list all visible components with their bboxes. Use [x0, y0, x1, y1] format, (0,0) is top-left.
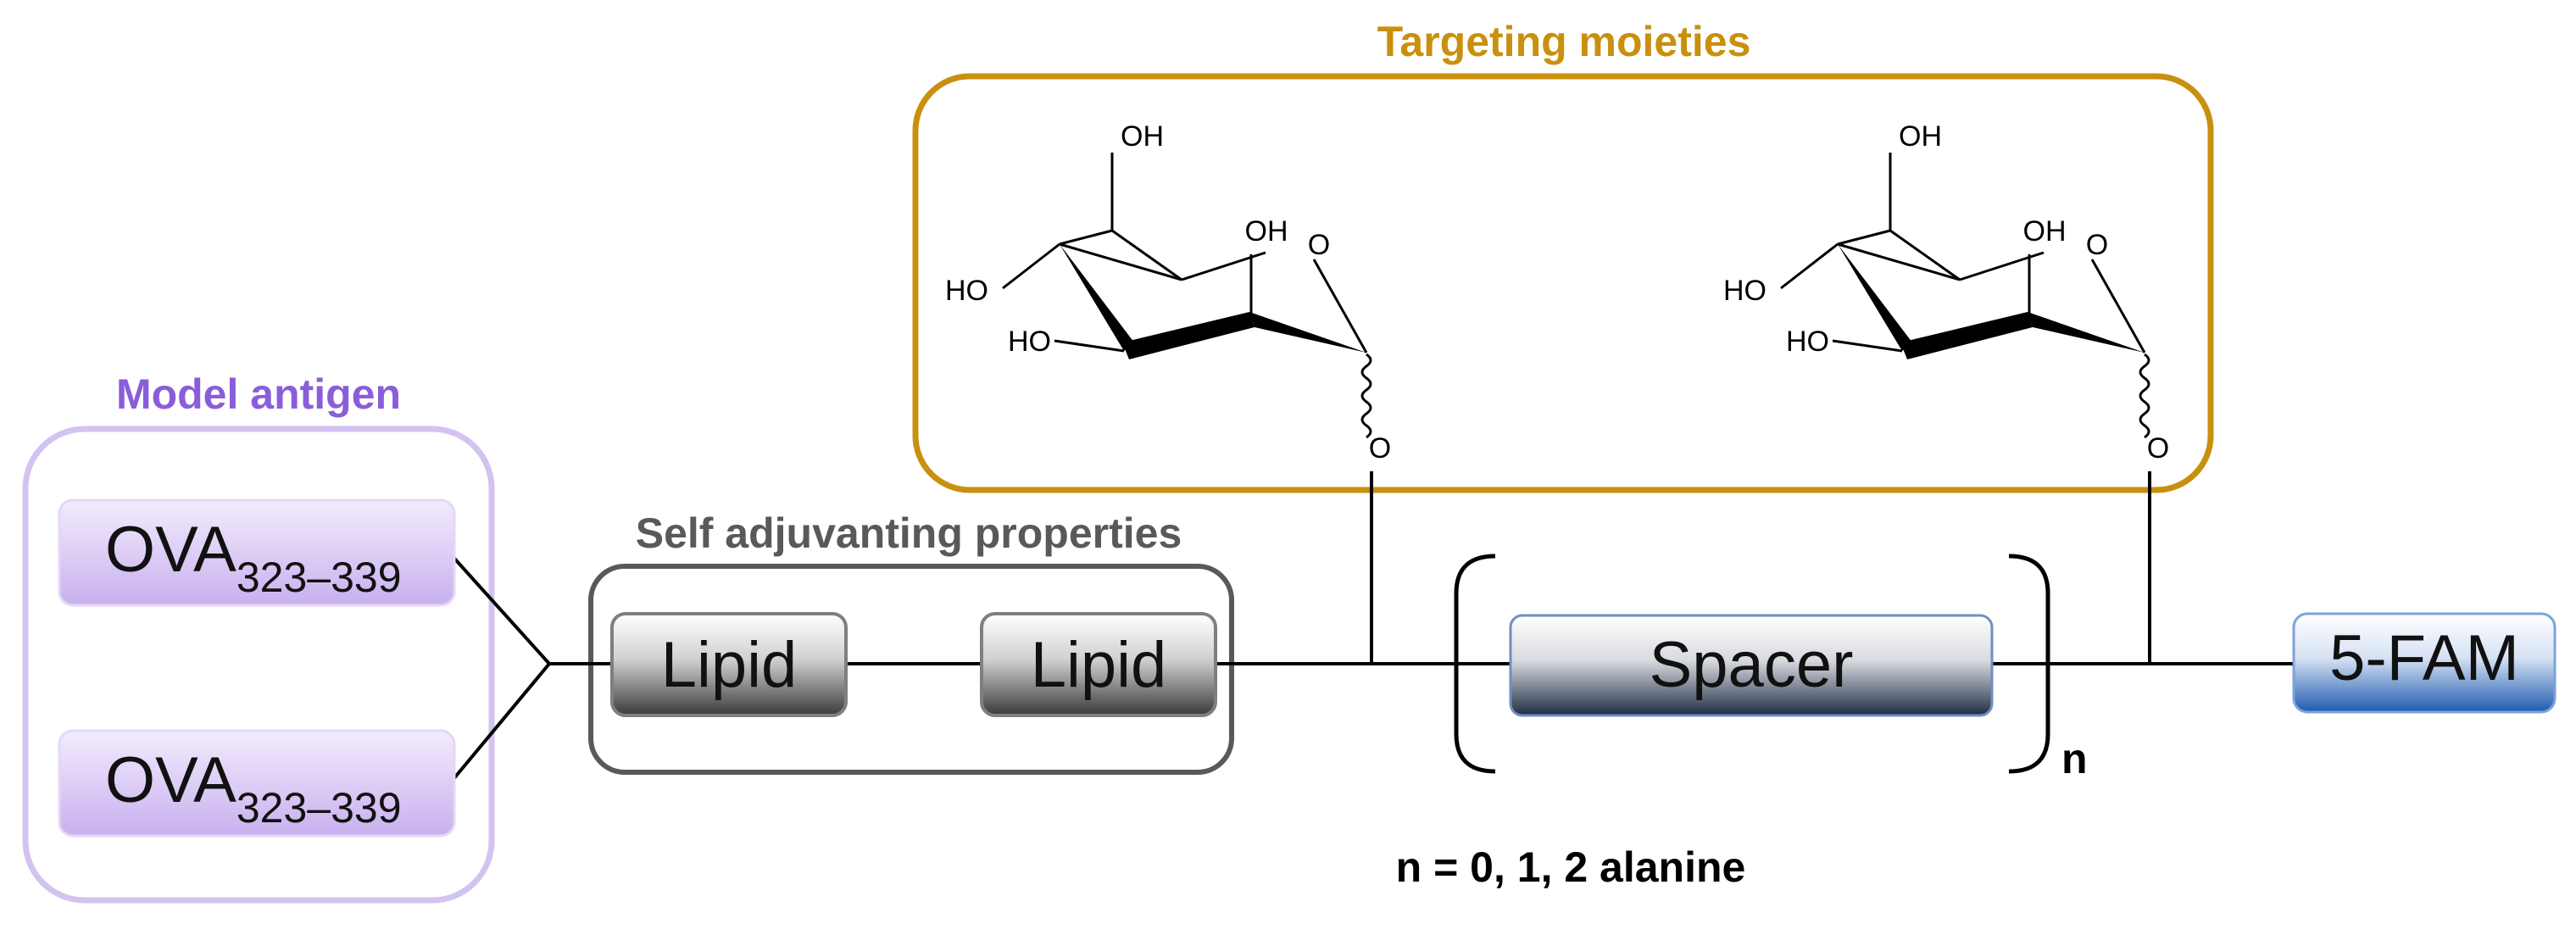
wedge-bond: [1838, 244, 1912, 351]
atom-label: O: [2147, 432, 2169, 465]
atom-label: O: [2086, 229, 2108, 261]
lipid-box-1: Lipid: [610, 612, 848, 717]
fam-box-bg: [2292, 612, 2557, 714]
antigen-2-link: [448, 662, 551, 786]
bond: [1837, 242, 1961, 281]
lipid-box-2: Lipid: [980, 612, 1217, 717]
bond: [1002, 242, 1060, 290]
atom-label: O: [1369, 432, 1391, 465]
bond: [1780, 242, 1839, 290]
atom-label: OH: [1899, 120, 1942, 153]
right-bracket: [2008, 554, 2050, 774]
atom-label: OH: [2023, 215, 2067, 248]
antigen-1-link: [448, 551, 551, 665]
antigen-box-bg: [58, 498, 456, 607]
lipid-box-bg: [610, 612, 848, 717]
fam-label: 5-FAM: [2329, 622, 2519, 694]
atom-label: HO: [1723, 275, 1766, 307]
bold-bond: [1122, 312, 1255, 359]
bond: [1054, 339, 1125, 353]
bond: [1832, 339, 1903, 353]
self-adjuvanting-title: Self adjuvanting properties: [636, 509, 1182, 557]
antigen-name: OVA: [105, 514, 236, 586]
bond: [1059, 242, 1182, 281]
spacer-unit: Spacer n: [1454, 554, 2088, 782]
bond: [1111, 229, 1182, 281]
wedge-bond: [1249, 312, 1366, 353]
self-adjuvanting-box: [588, 564, 1234, 775]
bond: [1181, 251, 1266, 281]
bond: [1312, 259, 1368, 353]
antigen-box-1: OVA323–339: [58, 498, 456, 607]
bold-bond: [1900, 312, 2033, 359]
atom-label: HO: [1786, 326, 1829, 358]
wavy-bond: [1360, 353, 1372, 439]
left-bracket: [1454, 554, 1496, 774]
lipid-label: Lipid: [661, 629, 798, 701]
antigen-subscript: 323–339: [236, 784, 402, 832]
model-antigen-box: [22, 426, 495, 904]
model-antigen-title: Model antigen: [116, 370, 401, 418]
atom-label: O: [1308, 229, 1330, 261]
bond: [1059, 229, 1113, 246]
targeting-moieties-title: Targeting moieties: [1377, 18, 1751, 65]
antigen-label: OVA323–339: [105, 514, 402, 601]
spacer-box: [1509, 614, 1994, 717]
atom-label: OH: [1121, 120, 1164, 153]
lipid-label: Lipid: [1031, 629, 1167, 701]
atom-label: HO: [945, 275, 988, 307]
antigen-name: OVA: [105, 744, 236, 816]
mannose-2: OH OH HO HO O O: [1723, 120, 2169, 465]
bond: [1889, 229, 1961, 281]
repeat-n-label: n: [2061, 735, 2088, 782]
antigen-subscript: 323–339: [236, 554, 402, 601]
antigen-box-bg: [58, 729, 456, 838]
bond: [1837, 229, 1891, 246]
antigen-label: OVA323–339: [105, 744, 402, 832]
atom-label: OH: [1245, 215, 1288, 248]
wedge-bond: [2028, 312, 2145, 353]
bond: [2090, 259, 2146, 353]
lipid-box-bg: [980, 612, 1217, 717]
targeting-moieties-box: [912, 73, 2214, 493]
antigen-box-2: OVA323–339: [58, 729, 456, 838]
wedge-bond: [1060, 244, 1134, 351]
wavy-bond: [2139, 353, 2150, 439]
atom-label: HO: [1008, 326, 1051, 358]
bond: [1959, 251, 2045, 281]
spacer-label: Spacer: [1650, 629, 1854, 701]
alanine-note: n = 0, 1, 2 alanine: [1396, 843, 1746, 891]
fluorophore-box: 5-FAM: [2292, 612, 2557, 714]
mannose-1: OH OH HO HO O O: [945, 120, 1391, 465]
